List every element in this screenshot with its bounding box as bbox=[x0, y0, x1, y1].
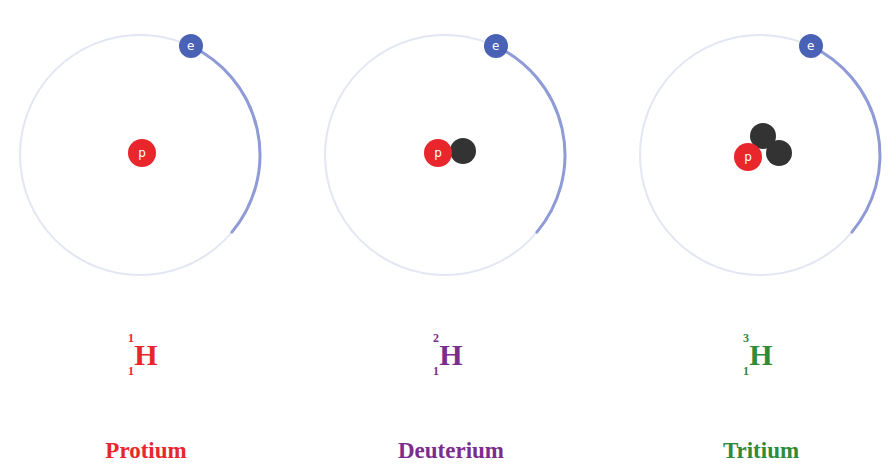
mass-number: 2 bbox=[433, 332, 439, 344]
particle-letter: e bbox=[187, 40, 194, 52]
isotope-name: Tritium bbox=[723, 439, 799, 462]
proton-particle: p bbox=[128, 139, 156, 167]
mass-number: 1 bbox=[128, 332, 134, 344]
element-symbol: H bbox=[134, 340, 157, 370]
particle-letter: e bbox=[807, 40, 814, 52]
isotope-name: Deuterium bbox=[398, 439, 504, 462]
electron-particle: e bbox=[799, 34, 823, 58]
particle-letter: e bbox=[492, 40, 499, 52]
particle-letter: p bbox=[434, 147, 442, 159]
isotope-name: Protium bbox=[105, 439, 186, 462]
proton-particle: p bbox=[424, 139, 452, 167]
particle-letter: p bbox=[138, 147, 146, 159]
mass-number: 3 bbox=[743, 332, 749, 344]
electron-particle: e bbox=[179, 34, 203, 58]
atomic-number: 1 bbox=[433, 365, 439, 377]
particle-letter: p bbox=[744, 151, 752, 163]
atomic-number: 1 bbox=[743, 365, 749, 377]
element-symbol: H bbox=[439, 340, 462, 370]
electron-particle: e bbox=[484, 34, 508, 58]
atomic-number: 1 bbox=[128, 365, 134, 377]
proton-particle: p bbox=[734, 143, 762, 171]
element-symbol: H bbox=[749, 340, 772, 370]
